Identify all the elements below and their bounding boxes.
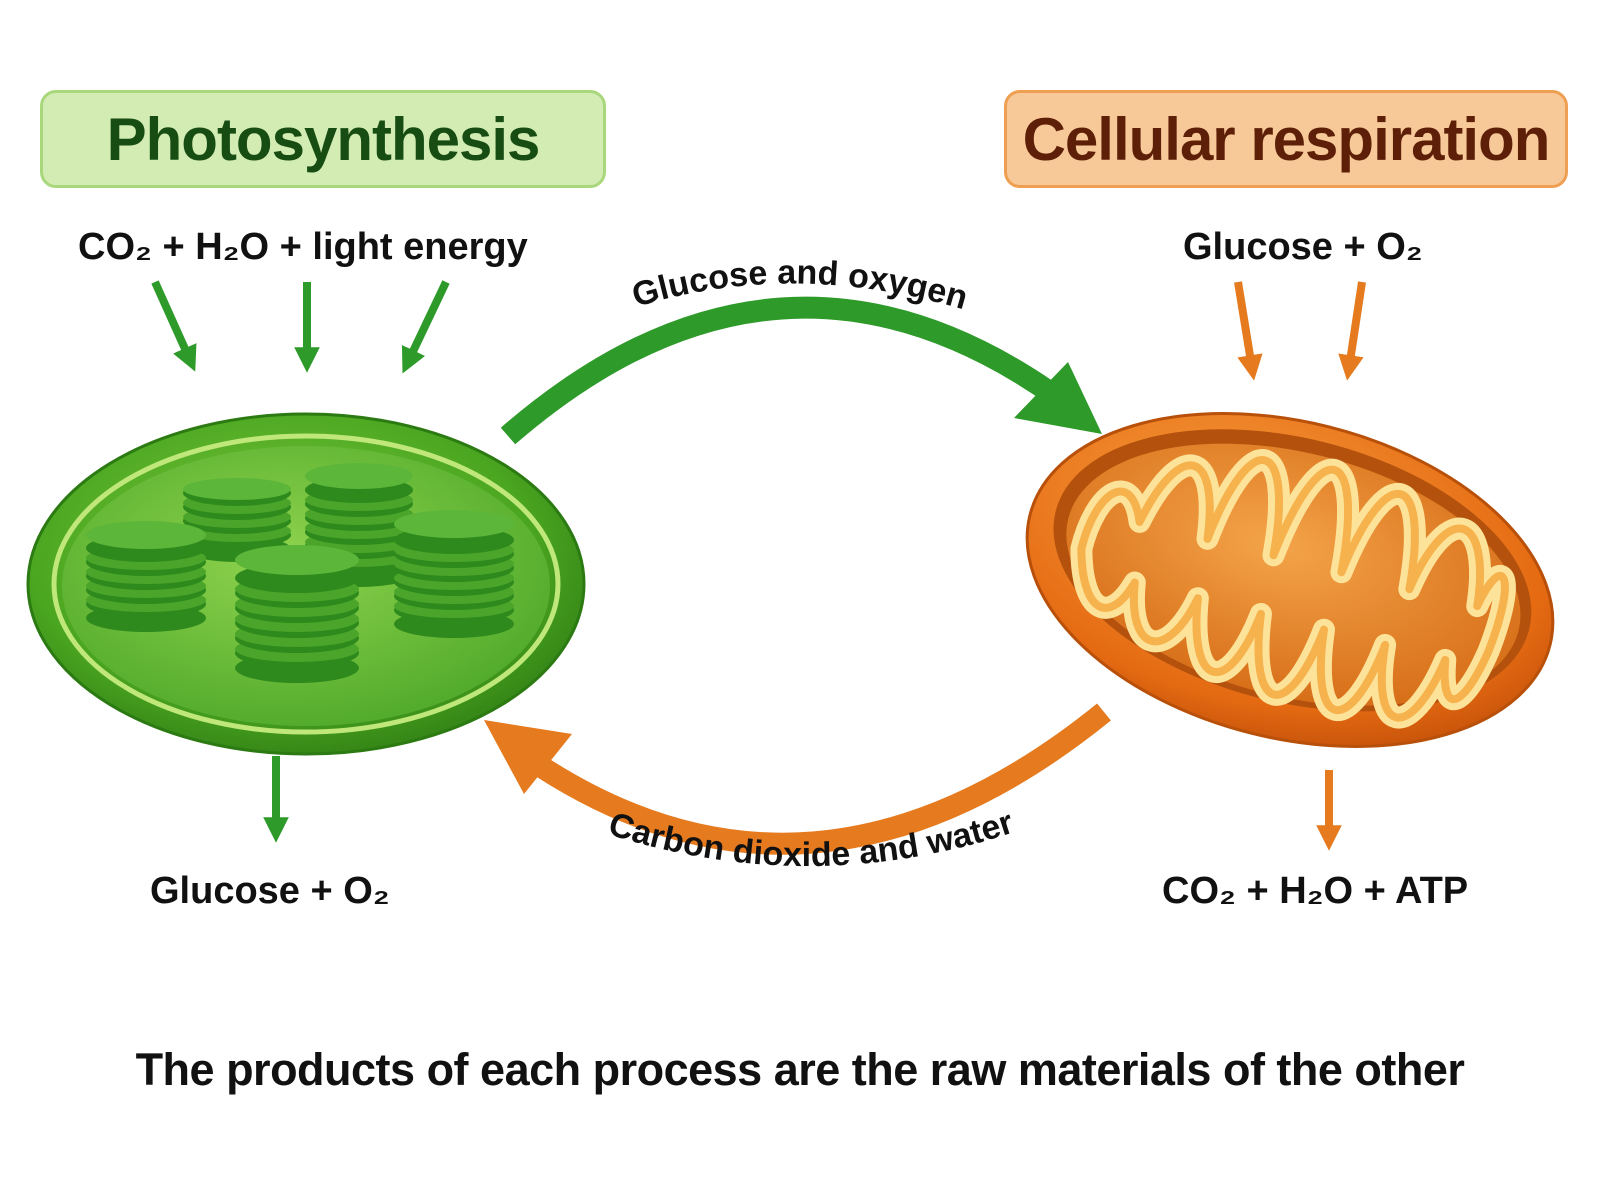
photosynthesis-outputs: Glucose + O₂ — [150, 870, 390, 912]
respiration-outputs: CO₂ + H₂O + ATP — [1162, 870, 1469, 912]
glucose-oxygen-arrow — [500, 296, 1102, 445]
co2-water-arrow — [484, 703, 1111, 855]
grana-stack — [394, 510, 514, 638]
respiration-input-arrows — [1234, 281, 1366, 381]
mitochondrion — [1025, 412, 1555, 748]
respiration-title: Cellular respiration — [1004, 90, 1568, 188]
photosynthesis-input-arrows — [151, 280, 450, 374]
photosynthesis-title: Photosynthesis — [40, 90, 606, 188]
grana-stack — [86, 521, 206, 632]
photosynthesis-inputs: CO₂ + H₂O + light energy — [78, 226, 528, 268]
thylakoid-stacks — [86, 463, 514, 683]
grana-stack — [183, 478, 291, 562]
respiration-inputs: Glucose + O₂ — [1183, 226, 1423, 268]
grana-stack — [235, 545, 359, 683]
chloroplast — [26, 412, 586, 756]
footer-caption: The products of each process are the raw… — [135, 1044, 1465, 1095]
